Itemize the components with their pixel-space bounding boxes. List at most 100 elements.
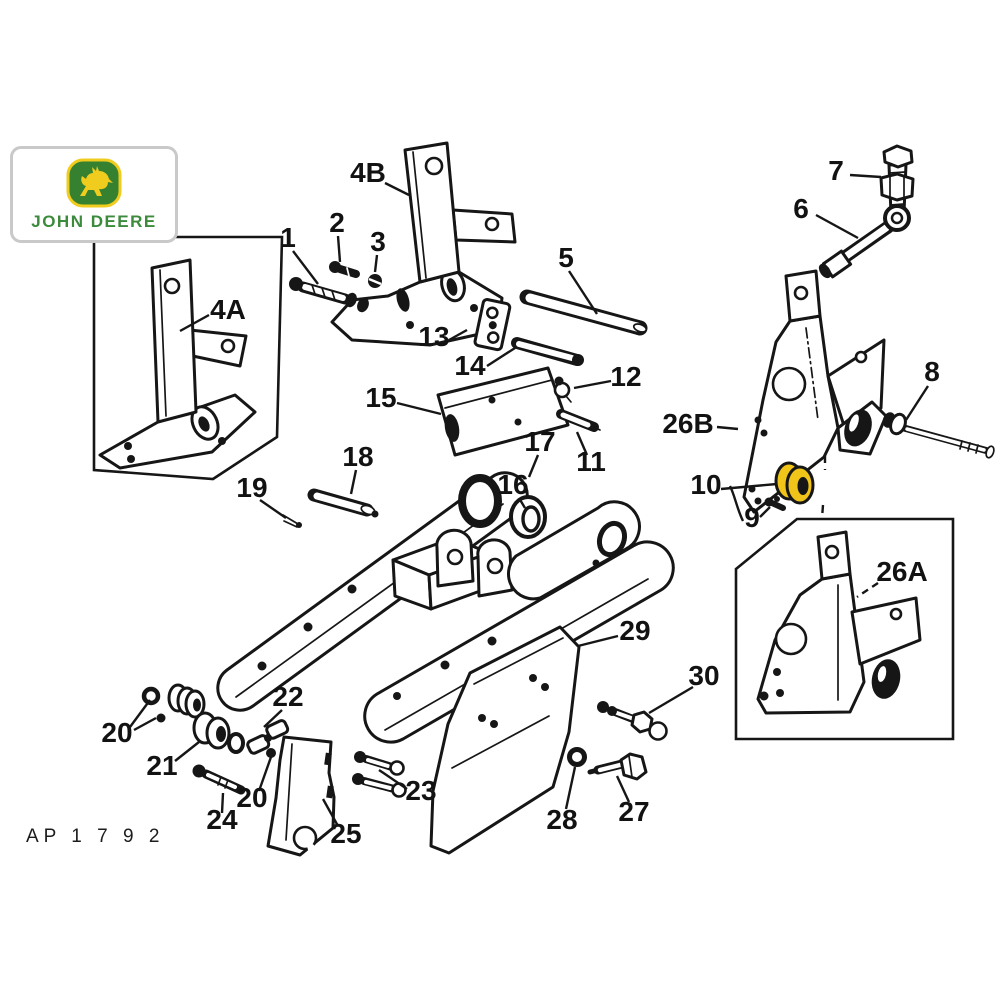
john-deere-logo-card: JOHN DEERE — [10, 146, 178, 243]
callout-19: 19 — [236, 472, 267, 503]
leader-line-26B — [716, 425, 739, 431]
callout-20: 20 — [101, 717, 132, 748]
part-2-bolt — [329, 261, 360, 278]
leader-line-27 — [615, 775, 631, 803]
callout-5: 5 — [558, 242, 574, 273]
drawing-code: AP 1 7 9 2 — [26, 826, 165, 847]
part-3-nut — [368, 274, 382, 288]
leader-line-20 — [257, 756, 273, 792]
part-20-washers — [141, 686, 276, 758]
callout-21: 21 — [146, 750, 177, 781]
leader-line-6 — [815, 213, 859, 240]
part-30-bolt-assembly — [597, 701, 668, 741]
leader-line-19 — [259, 499, 287, 519]
part-16-bushing — [509, 495, 547, 539]
callout-23: 23 — [405, 775, 436, 806]
part-9-pin — [764, 497, 786, 511]
brand-name: JOHN DEERE — [31, 211, 157, 231]
callout-2: 2 — [329, 207, 345, 238]
part-6-link — [818, 204, 911, 279]
callout-14: 14 — [454, 350, 486, 381]
leader-line-24 — [220, 792, 225, 814]
part-1-bolt — [289, 277, 369, 313]
callout-27: 27 — [618, 796, 649, 827]
leader-line-28 — [564, 766, 577, 810]
callout-6: 6 — [793, 193, 809, 224]
part-13-plate — [473, 298, 512, 352]
callout-30: 30 — [688, 660, 719, 691]
part-7-bolt — [879, 144, 915, 216]
leader-line-21 — [174, 741, 200, 762]
part-29-shield-plate — [429, 625, 581, 855]
leader-line-25 — [321, 798, 340, 827]
leader-line-30 — [648, 685, 694, 715]
part-24-bolt — [192, 764, 246, 795]
beam-clevis-bracket — [391, 528, 514, 611]
leader-line-5 — [567, 270, 599, 315]
leader-line-26A — [856, 582, 879, 598]
callout-4A: 4A — [210, 294, 246, 325]
callout-18: 18 — [342, 441, 373, 472]
part-26b-bracket — [742, 269, 888, 519]
leader-line-16 — [517, 497, 527, 509]
part-5-rod — [519, 289, 648, 336]
leader-curl-10-9 — [728, 485, 745, 522]
callout-29: 29 — [619, 615, 650, 646]
callout-4B: 4B — [350, 157, 386, 188]
leader-line-14 — [486, 346, 516, 368]
leader-line-10 — [720, 482, 778, 491]
leader-line-20 — [129, 699, 151, 728]
callout-12: 12 — [610, 361, 641, 392]
callout-28: 28 — [546, 804, 577, 835]
callout-1: 1 — [280, 222, 296, 253]
callout-24: 24 — [206, 804, 238, 835]
leader-line-22 — [263, 709, 283, 728]
callout-16: 16 — [497, 469, 528, 500]
part-26a-bracket — [756, 530, 922, 715]
part-27-bolt — [587, 752, 648, 781]
callout-15: 15 — [365, 382, 396, 413]
callout-7: 7 — [828, 155, 844, 186]
part-21-rollers — [167, 683, 245, 754]
leader-line-17 — [527, 454, 540, 478]
leader-line-9 — [759, 506, 771, 518]
leader-line-13 — [448, 328, 468, 342]
leader-line-15 — [396, 401, 442, 416]
part-4a-bracket — [98, 258, 257, 470]
leader-line-11 — [575, 431, 589, 456]
leader-line-23 — [378, 769, 408, 790]
leader-line-7 — [849, 173, 882, 179]
leader-line-20-branch — [133, 716, 157, 732]
deere-emblem-icon — [66, 158, 122, 207]
leader-line-8 — [904, 385, 930, 421]
part-17-collar — [458, 474, 502, 528]
part-22-spacers — [246, 719, 290, 755]
callout-17: 17 — [524, 426, 555, 457]
part-25-bracket-plate — [266, 735, 336, 858]
leader-line-1 — [292, 250, 319, 285]
leader-line-4A — [179, 313, 210, 333]
leaping-deer-icon — [80, 165, 113, 196]
part-12-clip — [553, 376, 572, 403]
box-4a — [92, 235, 284, 481]
callout-25: 25 — [330, 818, 361, 849]
part-14-rod — [511, 337, 584, 366]
leader-line-18 — [349, 469, 358, 495]
callout-9: 9 — [744, 502, 760, 533]
leader-line-29 — [577, 634, 619, 648]
callout-22: 22 — [272, 681, 303, 712]
part-28-washer — [567, 747, 587, 767]
part-11-pin — [556, 409, 601, 432]
beam-eye-arm — [507, 500, 641, 601]
part-4b-bracket — [330, 141, 517, 347]
part-23-bolts — [352, 751, 407, 798]
part-18-pin — [307, 488, 379, 518]
box-26a — [734, 517, 955, 741]
callout-26B: 26B — [662, 408, 713, 439]
callout-10: 10 — [690, 469, 721, 500]
callout-13: 13 — [418, 321, 449, 352]
part-8-bolt — [882, 412, 995, 459]
callout-3: 3 — [370, 226, 386, 257]
